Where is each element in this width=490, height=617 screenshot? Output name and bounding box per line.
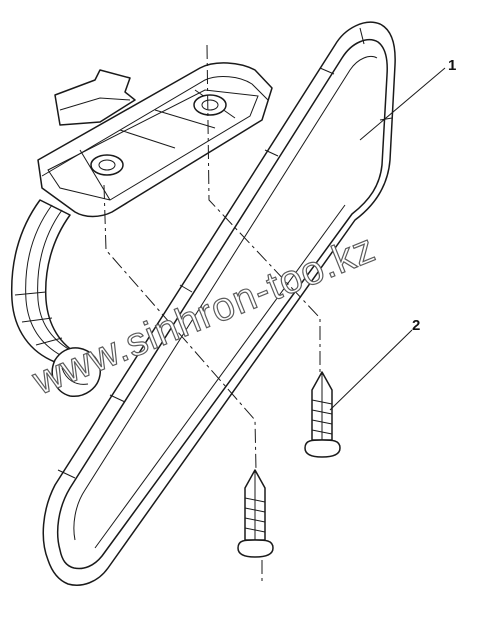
callout-label-screw: 2 xyxy=(412,317,420,334)
leader-line-1 xyxy=(359,67,446,141)
leader-line-2 xyxy=(329,329,413,411)
screw-upper xyxy=(304,371,341,458)
centre-lines xyxy=(103,44,321,582)
callout-1: 1 xyxy=(359,57,456,141)
callout-label-mirror: 1 xyxy=(448,57,456,74)
mounting-base xyxy=(37,62,273,218)
screw-lower xyxy=(237,469,274,558)
mirror-arm xyxy=(10,199,101,397)
callout-2: 2 xyxy=(329,317,420,411)
